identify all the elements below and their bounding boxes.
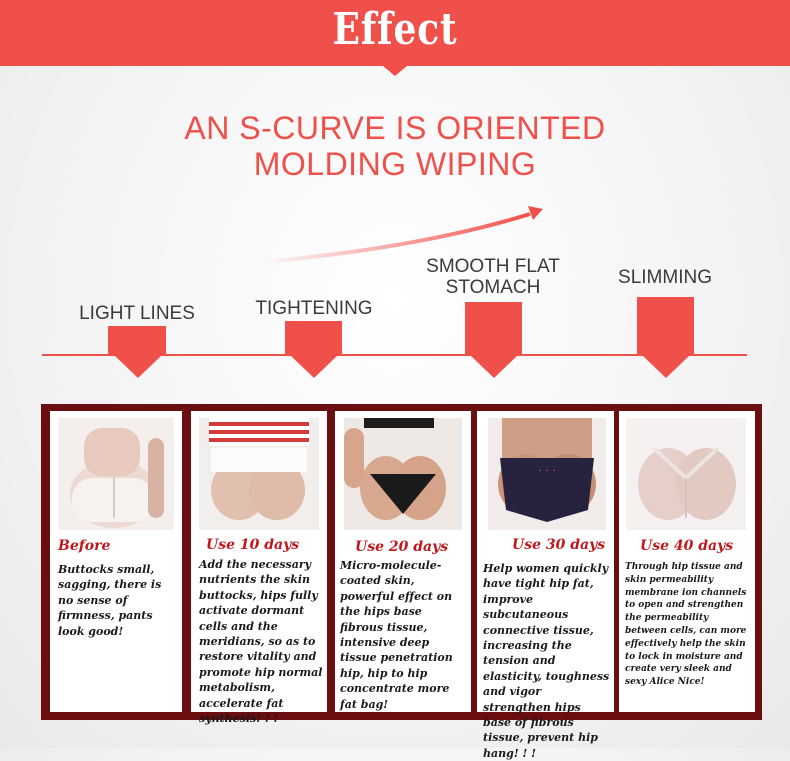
svg-text:· · ·: · · · [538, 464, 555, 477]
card-text-20-days: Micro-molecule-coated skin, powerful eff… [340, 559, 453, 711]
photo-40-days [626, 418, 746, 530]
stage-label-line-2: STOMACH [445, 277, 541, 298]
photo-30-days: · · · [488, 418, 606, 530]
card-text-40-days: Through hip tissue and skin permeability… [625, 562, 747, 688]
stage-label-tightening: TIGHTENING [255, 298, 373, 319]
stage-arrow-1-icon [115, 356, 161, 378]
header-banner [0, 0, 790, 66]
stage-label-smooth-flat-stomach: SMOOTH FLAT STOMACH [403, 256, 583, 298]
card-text-10-days: Add the necessary nutrients the skin but… [199, 558, 323, 726]
card-title-10-days: Use 10 days [206, 537, 300, 553]
stage-label-line-1: SMOOTH FLAT [426, 256, 560, 277]
stage-arrow-2-icon [291, 356, 337, 378]
stage-marker-2 [285, 321, 342, 354]
stage-marker-3 [465, 302, 522, 354]
stage-label-slimming: SLIMMING [618, 267, 712, 288]
card-text-before: Buttocks small, sagging, there is no sen… [58, 563, 162, 638]
photo-10-days [199, 418, 319, 530]
timeline-baseline [42, 354, 747, 356]
card-title-20-days: Use 20 days [355, 539, 449, 555]
stage-label-light-lines: LIGHT LINES [79, 303, 195, 324]
stage-arrow-4-icon [643, 356, 689, 378]
stage-arrow-3-icon [471, 356, 517, 378]
headline-line-1: AN S-CURVE IS ORIENTED [184, 110, 606, 146]
card-title-40-days: Use 40 days [640, 538, 734, 554]
card-title-before: Before [58, 538, 111, 554]
stage-marker-4 [637, 297, 694, 354]
stage-marker-1 [108, 326, 166, 354]
photo-20-days [344, 418, 462, 530]
card-title-30-days: Use 30 days [512, 537, 606, 553]
card-text-30-days: Help women quickly have tight hip fat, i… [483, 562, 610, 760]
banner-title: Effect [332, 4, 458, 55]
headline-line-2: MOLDING WIPING [253, 146, 537, 182]
photo-before [58, 418, 174, 530]
banner-notch [383, 66, 407, 76]
